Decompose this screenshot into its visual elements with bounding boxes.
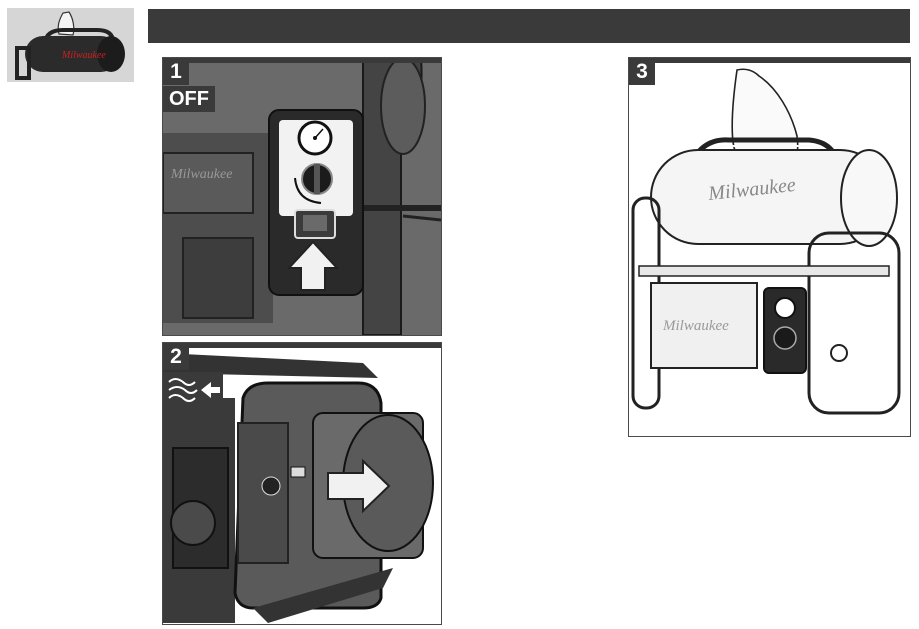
step-2-illustration: [163, 343, 441, 624]
air-blow-icon: [163, 372, 223, 408]
power-switch-icon: [294, 209, 336, 239]
step-2-panel: 2: [162, 342, 442, 625]
step-3-panel: Milwaukee Milwaukee 3: [628, 57, 911, 437]
drain-valve-icon: [261, 466, 306, 496]
step-1-off-label: OFF: [163, 86, 215, 112]
step-1-panel: Milwaukee 1 OFF: [162, 57, 442, 336]
push-arrow-icon: [286, 240, 340, 291]
drain-arrow-icon: [327, 458, 391, 514]
step-1-top-rule: [163, 58, 441, 63]
compressor-icon: Milwaukee Milwaukee: [631, 149, 901, 415]
step-1-badge: 1: [163, 58, 189, 85]
compressor-control-panel-icon: [268, 109, 364, 296]
step-2-top-rule: [163, 343, 441, 348]
step-3-top-rule: [629, 58, 910, 63]
step-2-badge: 2: [163, 343, 189, 370]
carry-thumbnail-image: Milwaukee: [7, 8, 134, 82]
step-3-illustration: Milwaukee Milwaukee: [629, 58, 910, 436]
svg-text:Milwaukee: Milwaukee: [170, 167, 232, 182]
step-3-badge: 3: [629, 58, 655, 85]
svg-text:Milwaukee: Milwaukee: [61, 50, 106, 61]
svg-text:Milwaukee: Milwaukee: [662, 318, 729, 334]
section-header-bar: [148, 9, 910, 43]
step-1-illustration: Milwaukee: [163, 58, 441, 335]
